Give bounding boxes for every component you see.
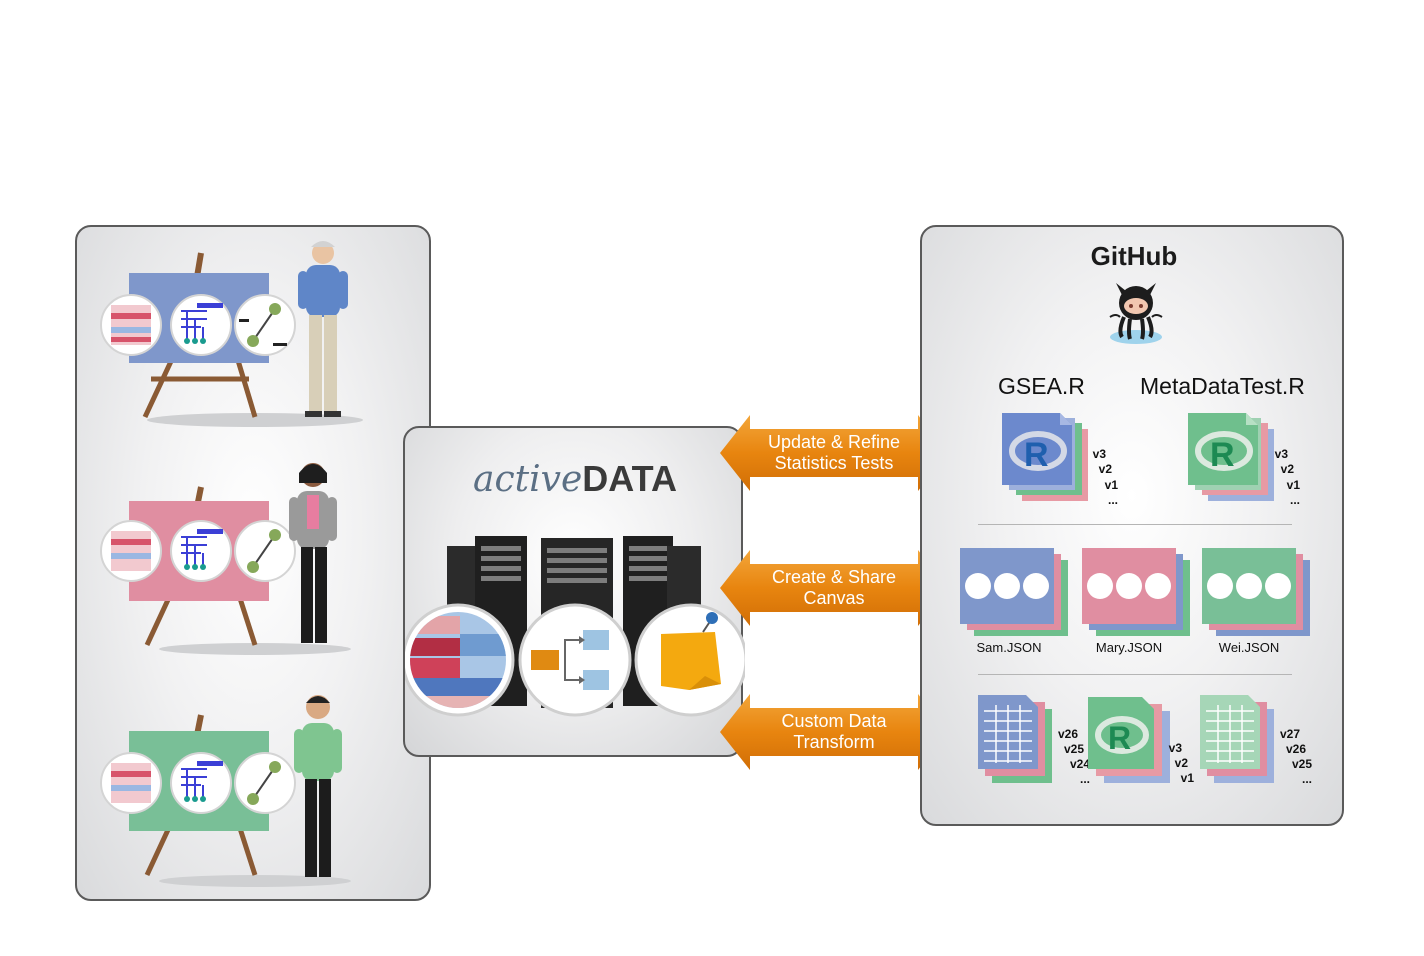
activedata-server-panel: activeDATA bbox=[403, 426, 745, 757]
version-label: v1 bbox=[1104, 478, 1118, 492]
version-label: v3 bbox=[1168, 741, 1182, 755]
version-label: v25 bbox=[1063, 742, 1084, 756]
data-table-file-icon bbox=[978, 695, 1052, 783]
canvas-json-file-icon bbox=[1202, 548, 1310, 636]
svg-text:R: R bbox=[1108, 720, 1131, 756]
version-label: ... bbox=[1301, 772, 1312, 786]
arrow-label-line2: Statistics Tests bbox=[774, 453, 894, 473]
activedata-logo: activeDATA bbox=[405, 458, 745, 500]
arrow-update-refine: Update & Refine Statistics Tests bbox=[720, 415, 948, 491]
feature-icons bbox=[405, 603, 745, 717]
version-label: v27 bbox=[1279, 727, 1300, 741]
r-script-file-icon: R bbox=[1002, 413, 1088, 501]
arrow-label-line2: Canvas bbox=[803, 588, 865, 608]
brand-data-text: DATA bbox=[582, 458, 677, 499]
version-label: v26 bbox=[1057, 727, 1078, 741]
version-label: v3 bbox=[1274, 447, 1288, 461]
version-label: v25 bbox=[1291, 757, 1312, 771]
version-label: v2 bbox=[1280, 462, 1294, 476]
divider bbox=[978, 674, 1292, 675]
arrow-custom-transform: Custom Data Transform bbox=[720, 694, 948, 770]
version-label: ... bbox=[1079, 772, 1090, 786]
r-script-file-icon: R bbox=[1088, 697, 1170, 783]
canvas-file-name: Wei.JSON bbox=[1218, 640, 1280, 655]
version-label: v3 bbox=[1092, 447, 1106, 461]
github-panel: GitHub GSEA.R MetaDataTest.R R v3 v2 v1 … bbox=[920, 225, 1344, 826]
brand-active-text: active bbox=[473, 459, 583, 500]
arrow-create-share: Create & Share Canvas bbox=[720, 550, 948, 626]
canvas-json-file-icon bbox=[1082, 548, 1190, 636]
user-station-pink bbox=[77, 459, 433, 669]
data-table-file-icon bbox=[1200, 695, 1274, 783]
divider bbox=[978, 524, 1292, 525]
version-label: v2 bbox=[1174, 756, 1188, 770]
version-list: v3 bbox=[1086, 447, 1106, 462]
canvas-file-name: Mary.JSON bbox=[1095, 640, 1163, 655]
user-station-blue bbox=[77, 237, 433, 447]
octocat-icon bbox=[1109, 283, 1163, 344]
version-label: ... bbox=[1289, 493, 1300, 507]
users-panel bbox=[75, 225, 431, 901]
version-label: ... bbox=[1107, 493, 1118, 507]
github-title: GitHub bbox=[1090, 241, 1178, 271]
arrow-label-line2: Transform bbox=[793, 732, 875, 752]
canvas-json-file-icon bbox=[960, 548, 1068, 636]
arrow-label-line1: Create & Share bbox=[771, 567, 897, 587]
canvas-file-name: Sam.JSON bbox=[976, 640, 1042, 655]
version-label: v2 bbox=[1098, 462, 1112, 476]
easel-pink-board bbox=[100, 463, 351, 655]
user-station-green bbox=[77, 685, 433, 895]
arrow-label-line1: Custom Data bbox=[781, 711, 887, 731]
version-label: v24 bbox=[1069, 757, 1090, 771]
script-name: MetaDataTest.R bbox=[1140, 373, 1305, 399]
heatmap-icon bbox=[405, 603, 515, 717]
r-script-file-icon: R bbox=[1188, 413, 1274, 501]
script-name: GSEA.R bbox=[998, 373, 1085, 399]
svg-text:R: R bbox=[1024, 436, 1049, 474]
version-label: v1 bbox=[1286, 478, 1300, 492]
sticky-note-icon bbox=[634, 603, 745, 717]
arrow-label-line1: Update & Refine bbox=[767, 432, 901, 452]
workflow-icon bbox=[518, 603, 632, 717]
svg-text:R: R bbox=[1210, 436, 1235, 474]
version-label: v1 bbox=[1180, 771, 1194, 785]
version-label: v26 bbox=[1285, 742, 1306, 756]
easel-blue-board bbox=[100, 241, 363, 427]
easel-green-board bbox=[100, 695, 351, 887]
